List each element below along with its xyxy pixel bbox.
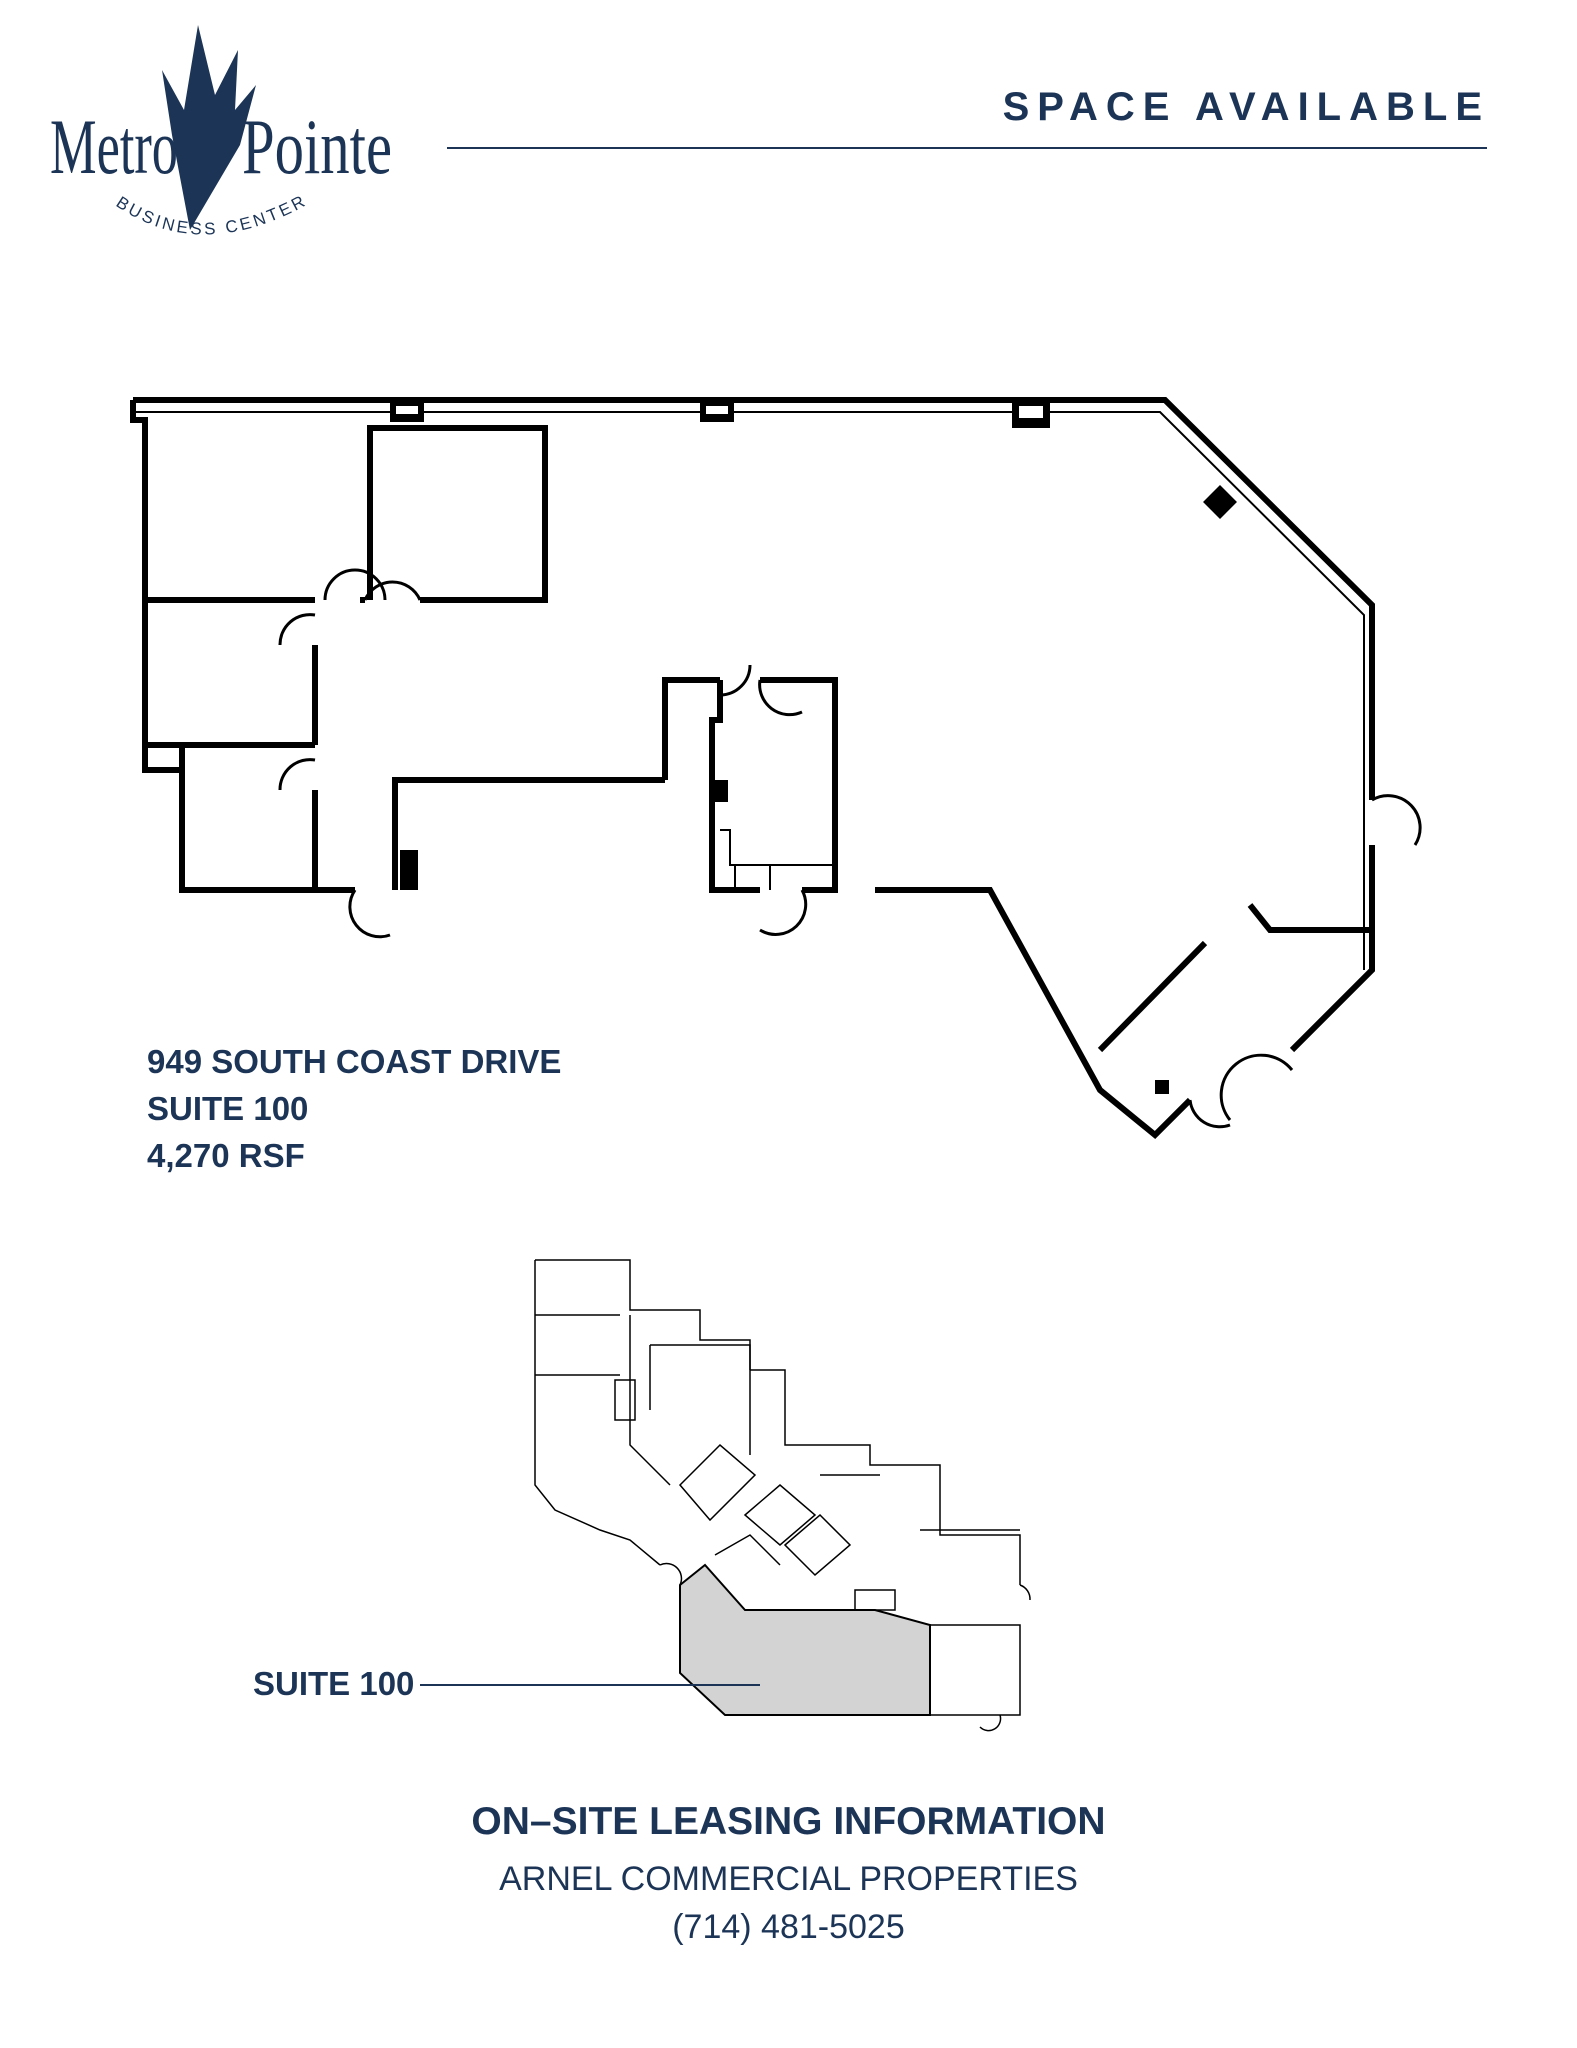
building-outline (820, 1474, 1020, 1531)
building-outline (714, 1534, 781, 1566)
building-outline (534, 1259, 751, 1566)
logo-tagline: BUSINESS CENTER (113, 191, 311, 239)
core-inner-wall (709, 680, 760, 893)
property-suite: SUITE 100 (147, 1090, 309, 1127)
building-outline (750, 1369, 1021, 1585)
stair (854, 1589, 896, 1611)
logo-word-metro: Metro (50, 103, 178, 190)
column (1203, 485, 1237, 519)
door-swing (278, 613, 316, 646)
column (710, 780, 728, 802)
west-wall (130, 400, 180, 773)
building-outline (649, 1344, 751, 1455)
door-swing (1188, 1099, 1231, 1129)
building-key-plan (534, 1259, 1031, 1732)
door-swing (348, 889, 391, 939)
suite-floor-plan (130, 397, 1422, 1140)
leasing-title: ON–SITE LEASING INFORMATION (471, 1800, 1106, 1843)
suite-highlight (679, 1563, 931, 1716)
building-outline (783, 1513, 852, 1577)
header-divider (447, 147, 1487, 149)
leasing-company: ARNEL COMMERCIAL PROPERTIES (499, 1860, 1078, 1898)
door-swing (323, 568, 387, 601)
door-swing (758, 679, 803, 717)
door-swing (759, 889, 808, 936)
office-4-wall (179, 745, 318, 893)
door-swing (979, 1714, 1002, 1732)
conference-wall (1247, 903, 1372, 933)
logo-word-pointe: Pointe (242, 103, 392, 190)
counter (720, 829, 835, 890)
outer-wall (133, 397, 1375, 1140)
suite-callout-line (420, 1684, 760, 1686)
door-swing (1019, 1584, 1031, 1601)
logo-crown-mark (162, 25, 256, 230)
property-address: 949 SOUTH COAST DRIVE (147, 1043, 562, 1080)
property-area: 4,270 RSF (147, 1137, 305, 1174)
door-swing (1371, 794, 1422, 846)
stair (614, 1379, 636, 1421)
column (400, 850, 418, 890)
metro-pointe-logo: Metro Pointe BUSINESS CENTER (50, 25, 392, 239)
building-outline (743, 1484, 817, 1546)
corner-office-wall (1097, 940, 1208, 1053)
page-title: SPACE AVAILABLE (1002, 85, 1490, 129)
office-2-wall (367, 425, 548, 603)
column (1155, 1080, 1169, 1094)
door-swing (278, 758, 316, 791)
office-3-wall (145, 645, 318, 748)
building-outline (930, 1624, 1021, 1716)
leasing-phone: (714) 481-5025 (672, 1908, 905, 1946)
window-line (133, 411, 1365, 970)
building-outline (678, 1443, 757, 1522)
door-swing (363, 580, 422, 601)
door-swing (719, 664, 752, 697)
suite-callout-label: SUITE 100 (253, 1665, 415, 1702)
corridor-wall-south (315, 777, 665, 893)
core-room-wall (662, 677, 838, 893)
door-swing (659, 1562, 683, 1586)
door-swing (1219, 1053, 1294, 1121)
